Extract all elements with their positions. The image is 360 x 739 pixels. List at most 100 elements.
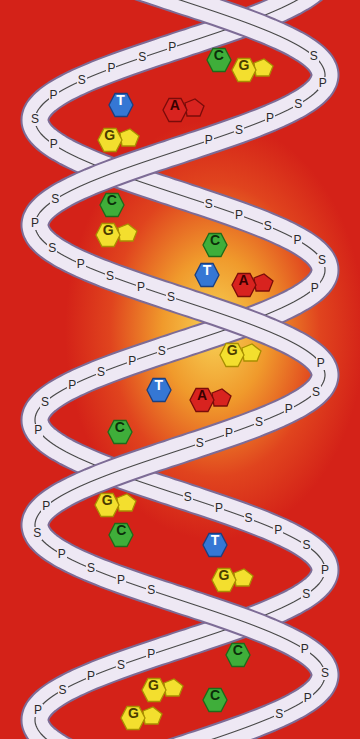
backbone-letter: S: [116, 659, 126, 672]
pyrimidine-base: T: [146, 377, 172, 403]
backbone-letter: S: [263, 220, 273, 233]
base-letter: C: [225, 642, 251, 668]
backbone-letter: P: [224, 427, 234, 440]
backbone-letter: P: [67, 379, 77, 392]
backbone-letter: S: [166, 291, 176, 304]
base-shape: [231, 57, 275, 83]
backbone-letter: S: [96, 366, 106, 379]
backbone-letter: S: [309, 50, 319, 63]
base-shape: [231, 272, 275, 298]
backbone-letter: S: [86, 562, 96, 575]
backbone-letter: P: [204, 134, 214, 147]
backbone-letter: P: [310, 282, 320, 295]
purine-base: G: [97, 127, 141, 153]
backbone-letter: P: [167, 41, 177, 54]
backbone-letter: S: [317, 254, 327, 267]
pentagon-ring: [117, 494, 136, 511]
backbone-letter: P: [273, 524, 283, 537]
backbone-letter: P: [33, 704, 43, 717]
base-shape: [97, 127, 141, 153]
pentagon-ring: [118, 224, 137, 241]
backbone-letter: S: [137, 51, 147, 64]
backbone-letter: P: [265, 112, 275, 125]
backbone-letter: P: [57, 548, 67, 561]
backbone-bond: [35, 0, 325, 739]
base-shape: [189, 387, 233, 413]
backbone-letter: P: [303, 692, 313, 705]
backbone-ribbon: [35, 0, 325, 739]
base-letter: C: [108, 522, 134, 548]
base-letter: A: [189, 387, 215, 413]
pentagon-ring: [254, 59, 273, 76]
backbone-edge: [35, 0, 325, 739]
backbone-letter: S: [77, 74, 87, 87]
purine-base: A: [162, 97, 206, 123]
base-letter: G: [95, 222, 121, 248]
base-shape: [94, 492, 138, 518]
backbone-letter: S: [301, 539, 311, 552]
base-letter: T: [202, 532, 228, 558]
backbone-letter: P: [106, 62, 116, 75]
backbone-letter: S: [47, 242, 57, 255]
backbone-letter: P: [318, 77, 328, 90]
purine-base: G: [94, 492, 138, 518]
pyrimidine-base: T: [194, 262, 220, 288]
backbone-letter: P: [146, 648, 156, 661]
backbone-letter: S: [301, 588, 311, 601]
backbone-letter: S: [244, 512, 254, 525]
base-letter: C: [202, 232, 228, 258]
pyrimidine-base: C: [108, 522, 134, 548]
base-shape: [95, 222, 139, 248]
backbone-letter: S: [320, 667, 330, 680]
backbone-letter: P: [300, 643, 310, 656]
pyrimidine-base: C: [107, 419, 133, 445]
pentagon-ring: [143, 707, 162, 724]
backbone-edge: [35, 0, 325, 739]
backbone-ribbon: [35, 0, 325, 739]
backbone-bond: [35, 0, 325, 739]
base-letter: C: [107, 419, 133, 445]
backbone-letter: P: [136, 281, 146, 294]
base-shape: [162, 97, 206, 123]
base-shape: [141, 677, 185, 703]
pyrimidine-base: T: [202, 532, 228, 558]
base-letter: C: [202, 687, 228, 713]
pentagon-ring: [164, 679, 183, 696]
backbone-letter: P: [127, 355, 137, 368]
base-letter: A: [231, 272, 257, 298]
backbone-letter: P: [33, 424, 43, 437]
backbone-letter: S: [254, 416, 264, 429]
backbone-letter: S: [146, 584, 156, 597]
backbone-letter: P: [316, 357, 326, 370]
backbone-letter: S: [234, 124, 244, 137]
backbone-letter: P: [86, 670, 96, 683]
backbone-letter: S: [32, 527, 42, 540]
pyrimidine-base: C: [202, 232, 228, 258]
backbone-letter: P: [214, 502, 224, 515]
backbone-letter: S: [293, 98, 303, 111]
base-letter: C: [206, 47, 232, 73]
backbone-letter: S: [274, 708, 284, 721]
base-letter: T: [108, 92, 134, 118]
backbone-letter: P: [320, 564, 330, 577]
base-letter: A: [162, 97, 188, 123]
backbone-letter: S: [311, 386, 321, 399]
purine-base: G: [120, 705, 164, 731]
pentagon-ring: [185, 99, 204, 116]
purine-base: G: [211, 567, 255, 593]
purine-base: G: [231, 57, 275, 83]
backbone-letter: P: [116, 574, 126, 587]
pyrimidine-base: C: [225, 642, 251, 668]
pyrimidine-base: C: [206, 47, 232, 73]
base-letter: T: [194, 262, 220, 288]
backbone-letter: S: [195, 437, 205, 450]
backbone-letter: P: [292, 234, 302, 247]
base-letter: C: [99, 192, 125, 218]
base-shape: [219, 342, 263, 368]
backbone-letter: S: [40, 396, 50, 409]
pyrimidine-base: C: [202, 687, 228, 713]
purine-base: G: [95, 222, 139, 248]
pyrimidine-base: T: [108, 92, 134, 118]
base-shape: [211, 567, 255, 593]
